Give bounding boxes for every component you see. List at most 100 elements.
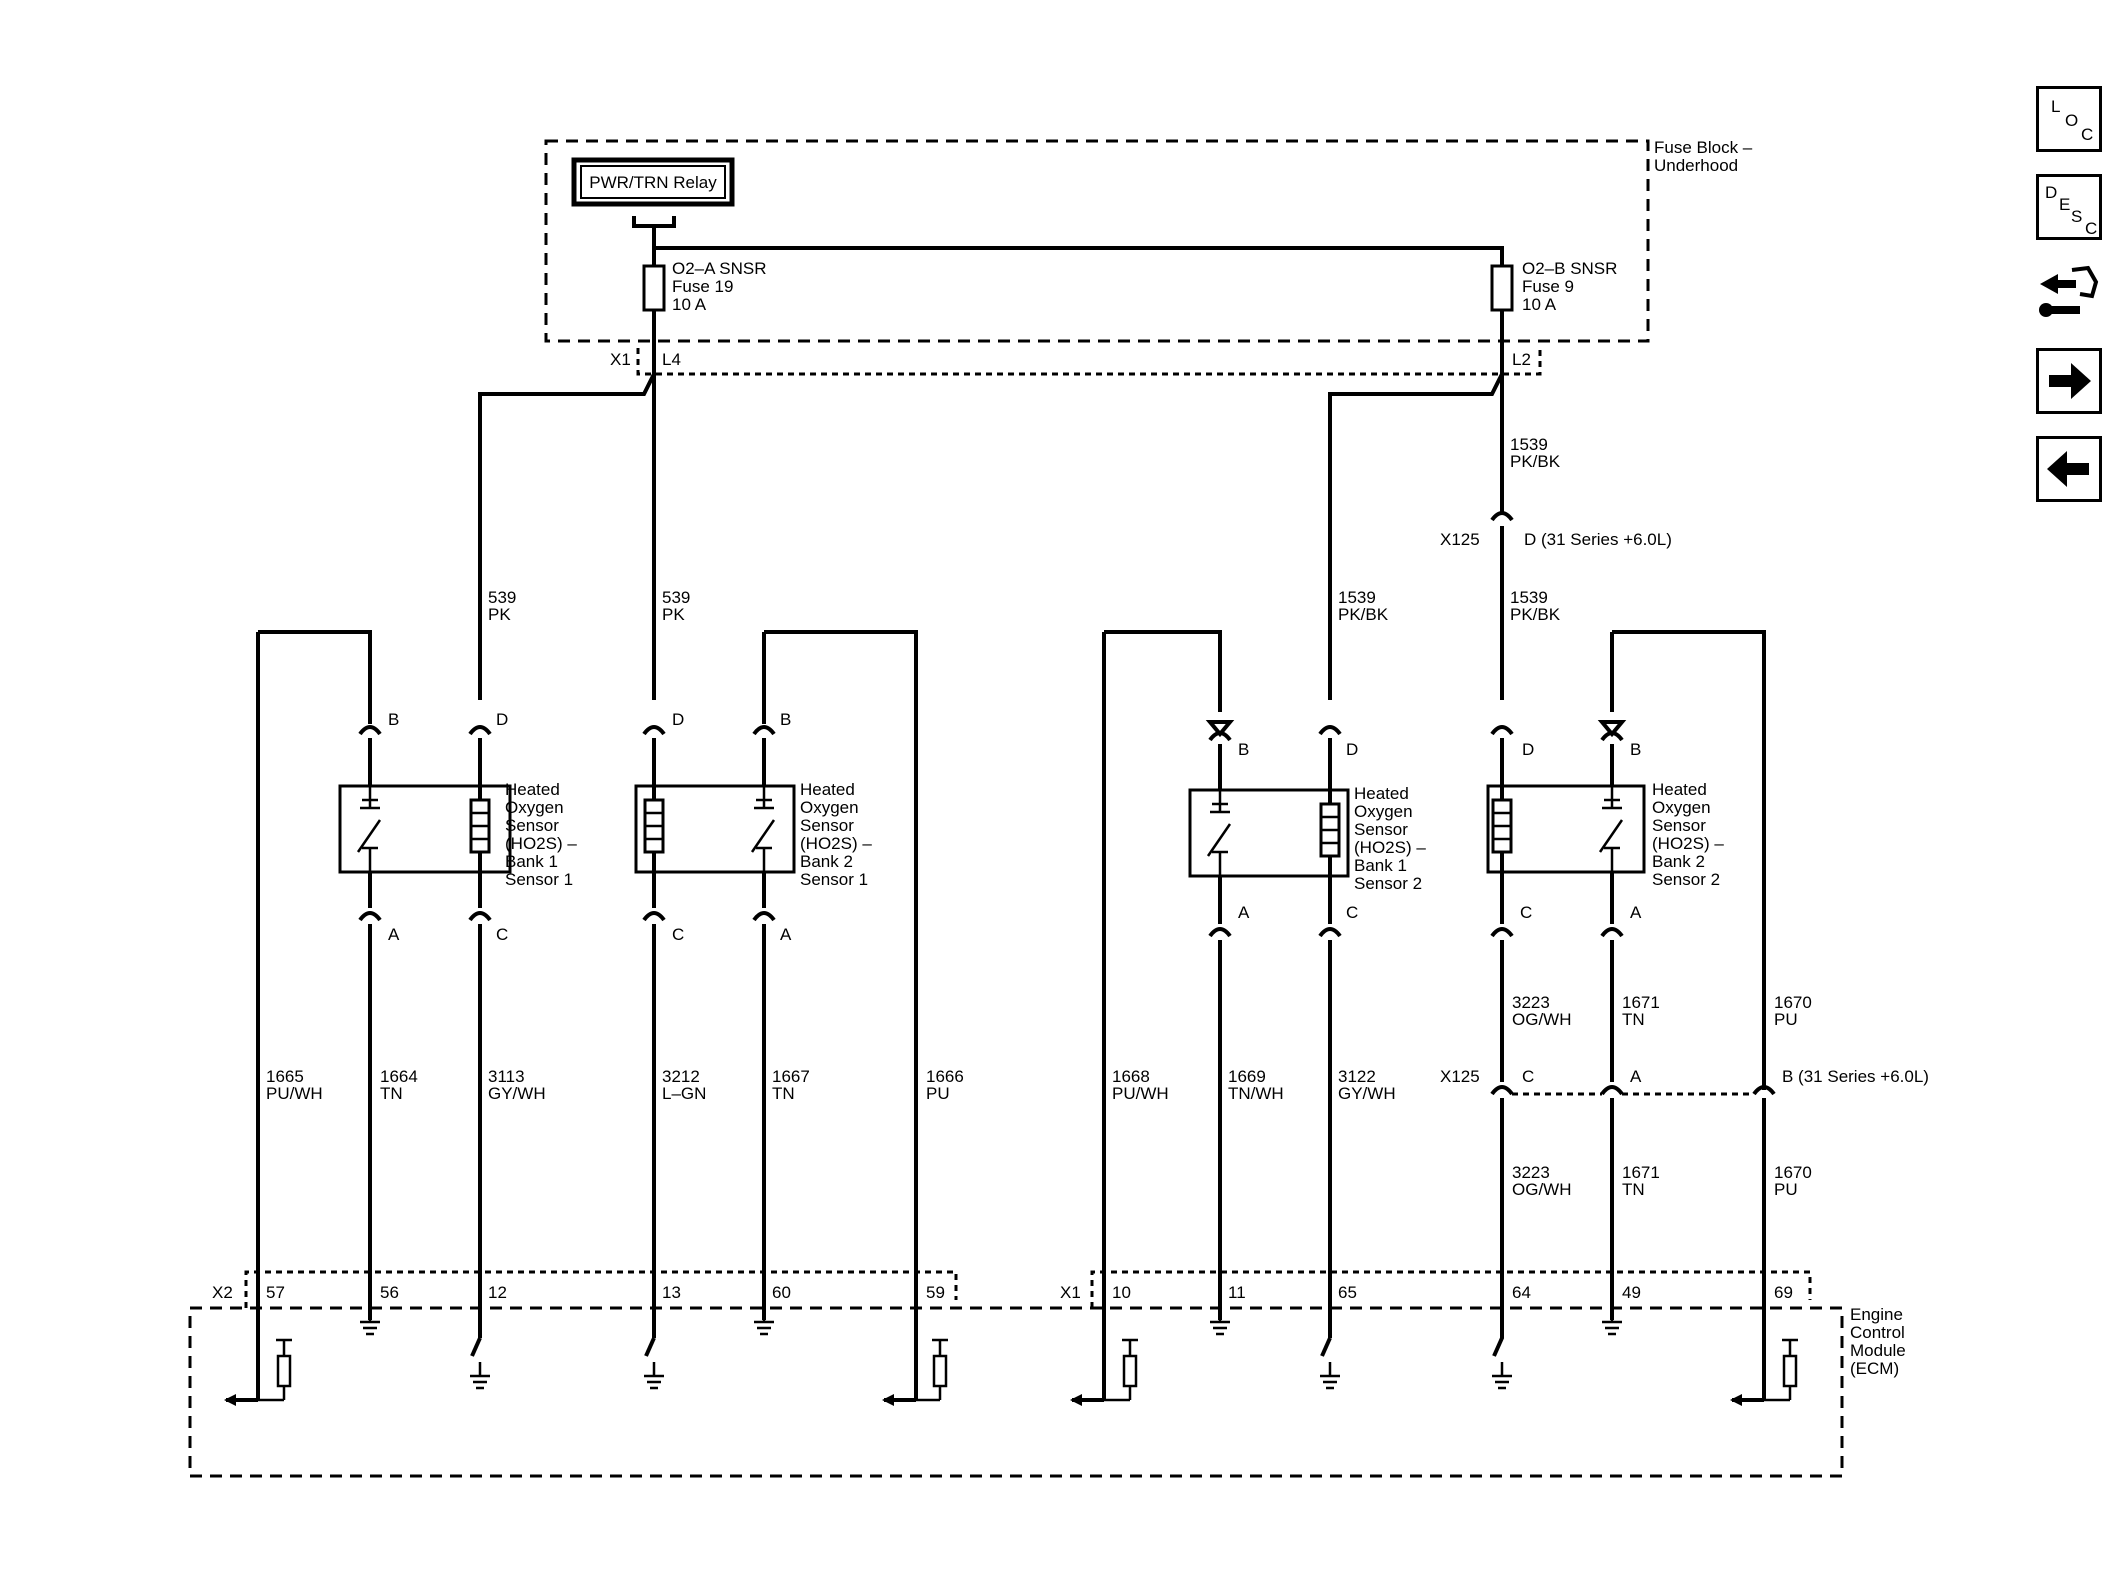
s2-pin-a: A [780, 925, 792, 944]
desc-letter-s: S [2071, 207, 2083, 226]
wire-1539-a-num: 1539 [1338, 588, 1376, 607]
fuse-block-title-line2: Underhood [1654, 156, 1738, 175]
loc-button[interactable]: L O C [2036, 86, 2102, 152]
ho2s-bank2-sensor1: D B Heated Oxygen Sensor (HO2S) – Bank 2… [634, 630, 918, 1400]
s3-name-l3: Sensor [1354, 820, 1408, 839]
ecm-pin-10: 10 [1112, 1283, 1131, 1302]
s3-name-l4: (HO2S) – [1354, 838, 1426, 857]
s2-pin-d: D [672, 710, 684, 729]
wire-1667-color: TN [772, 1084, 795, 1103]
ecm-pin-59: 59 [926, 1283, 945, 1302]
desc-button[interactable]: D E S C [2036, 174, 2102, 240]
ecm-x2-label: X2 [212, 1283, 233, 1302]
ecm-pin-49: 49 [1622, 1283, 1641, 1302]
desc-letter-d: D [2045, 183, 2058, 202]
arrow-right-icon [2049, 363, 2091, 399]
s4-name-l3: Sensor [1652, 816, 1706, 835]
wire-539-a-num: 539 [488, 588, 516, 607]
wire-1668-color: PU/WH [1112, 1084, 1169, 1103]
ecm-title-l1: Engine [1850, 1305, 1903, 1324]
s4-pin-a: A [1630, 903, 1642, 922]
s1-name-l5: Bank 1 [505, 852, 558, 871]
wire-1670-a-num: 1670 [1774, 993, 1812, 1012]
ecm-title-l4: (ECM) [1850, 1359, 1899, 1378]
connector-icon-svg [2039, 265, 2099, 317]
s2-name-l3: Sensor [800, 816, 854, 835]
x125-lower-pin-a: A [1630, 1067, 1642, 1086]
wire-3223-b-num: 3223 [1512, 1163, 1550, 1182]
s1-name-l6: Sensor 1 [505, 870, 573, 889]
ecm: Engine Control Module (ECM) X2 X1 57 56 … [188, 1270, 1906, 1478]
ecm-pin-64: 64 [1512, 1283, 1531, 1302]
wire-1670-b-num: 1670 [1774, 1163, 1812, 1182]
wire-1664-color: TN [380, 1084, 403, 1103]
s1-name-l3: Sensor [505, 816, 559, 835]
s4-pin-c: C [1520, 903, 1532, 922]
wire-1539-b-color: PK/BK [1510, 605, 1561, 624]
s3-pin-c: C [1346, 903, 1358, 922]
signal-inputs [224, 1338, 1798, 1406]
wire-3113-num: 3113 [488, 1067, 525, 1086]
x125-upper-connector: X125 D (31 Series +6.0L) [1440, 511, 1672, 700]
s4-name-l5: Bank 2 [1652, 852, 1705, 871]
arrow-left-icon [2047, 451, 2089, 487]
s2-name-l6: Sensor 1 [800, 870, 868, 889]
s1-pin-c: C [496, 925, 508, 944]
s4-name-l1: Heated [1652, 780, 1707, 799]
fuse-9 [1490, 264, 1514, 312]
loc-letter-l: L [2051, 97, 2061, 116]
ecm-title-l3: Module [1850, 1341, 1906, 1360]
fuse-block-title-line1: Fuse Block – [1654, 138, 1753, 157]
fuse-a-name: O2–A SNSR [672, 259, 767, 278]
wire-1666-color: PU [926, 1084, 950, 1103]
s3-pin-a: A [1238, 903, 1250, 922]
wire-1671-a-color: TN [1622, 1010, 1645, 1029]
ho2s-bank1-sensor1: B D Heated Oxygen Sensor (HO2S) – Bank 1… [256, 630, 577, 1400]
s2-name-l4: (HO2S) – [800, 834, 872, 853]
fuse-b-name: O2–B SNSR [1522, 259, 1617, 278]
s4-pin-b: B [1630, 740, 1641, 759]
wire-3223-a-color: OG/WH [1512, 1010, 1572, 1029]
s2-name-l1: Heated [800, 780, 855, 799]
wire-1669-num: 1669 [1228, 1067, 1266, 1086]
ho2s-bank1-sensor2: B D Heated Oxygen Sensor (HO2S) – Bank 1… [1102, 630, 1426, 1400]
wire-1539-top-num: 1539 [1510, 435, 1548, 454]
ecm-pin-65: 65 [1338, 1283, 1357, 1302]
x125-lower-connector: X125 C A B (31 Series +6.0L) [1440, 1067, 1929, 1400]
s2-name-l5: Bank 2 [800, 852, 853, 871]
fuse-b-number: Fuse 9 [1522, 277, 1574, 296]
wire-3212-color: L–GN [662, 1084, 706, 1103]
ecm-pin-57: 57 [266, 1283, 285, 1302]
ecm-pin-60: 60 [772, 1283, 791, 1302]
loc-letter-c: C [2081, 125, 2094, 144]
wire-3223-a-num: 3223 [1512, 993, 1550, 1012]
next-button[interactable] [2036, 348, 2102, 414]
fuse-19 [642, 264, 666, 312]
s1-name-l4: (HO2S) – [505, 834, 577, 853]
wire-3113-color: GY/WH [488, 1084, 546, 1103]
pin-l4-label: L4 [662, 350, 681, 369]
wire-1671-a-num: 1671 [1622, 993, 1660, 1012]
heater-driver [470, 1320, 1512, 1390]
back-button[interactable] [2036, 436, 2102, 502]
ecm-pin-69: 69 [1774, 1283, 1793, 1302]
x125-lower-pin-b: B (31 Series +6.0L) [1782, 1067, 1929, 1086]
connector-end-view-icon[interactable] [2036, 262, 2102, 328]
ecm-pin-11: 11 [1228, 1283, 1246, 1302]
pwr-trn-relay: PWR/TRN Relay [571, 157, 735, 207]
ecm-x1-label: X1 [1060, 1283, 1081, 1302]
wire-1539-a-color: PK/BK [1338, 605, 1389, 624]
s1-pin-a: A [388, 925, 400, 944]
wire-3212-num: 3212 [662, 1067, 700, 1086]
s3-name-l5: Bank 1 [1354, 856, 1407, 875]
wire-3223-b-color: OG/WH [1512, 1180, 1572, 1199]
x125-upper-pin: D (31 Series +6.0L) [1524, 530, 1672, 549]
wire-3122-color: GY/WH [1338, 1084, 1396, 1103]
wire-1671-b-num: 1671 [1622, 1163, 1660, 1182]
wire-1671-b-color: TN [1622, 1180, 1645, 1199]
s4-name-l6: Sensor 2 [1652, 870, 1720, 889]
fuse-a-number: Fuse 19 [672, 277, 733, 296]
ecm-pin-12: 12 [488, 1283, 507, 1302]
wire-1669-color: TN/WH [1228, 1084, 1284, 1103]
